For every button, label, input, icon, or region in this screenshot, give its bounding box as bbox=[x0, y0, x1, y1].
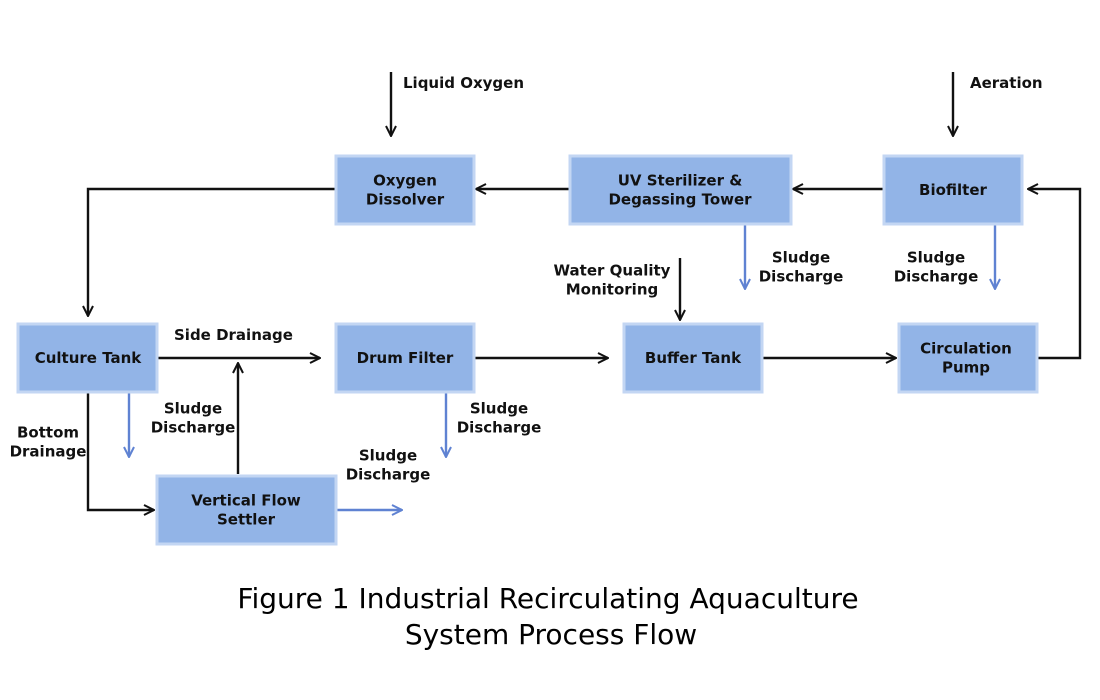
arrow-circulation-pump-to-biofilter bbox=[1028, 189, 1082, 360]
node-buffer-tank: Buffer Tank bbox=[622, 322, 764, 394]
label-aeration-line: Aeration bbox=[970, 74, 1043, 92]
figure-caption-line-2: System Process Flow bbox=[405, 618, 697, 651]
node-vertical-flow-settler-label-line: Settler bbox=[217, 511, 276, 529]
arrow-dissolver-to-culture-tank bbox=[88, 187, 336, 316]
label-bottom-drainage-line: Drainage bbox=[10, 443, 87, 461]
label-side-drainage: Side Drainage bbox=[174, 326, 293, 344]
label-sludge-discharge-uv-line: Discharge bbox=[759, 268, 844, 286]
label-liquid-oxygen: Liquid Oxygen bbox=[403, 74, 524, 92]
node-biofilter-label-line: Biofilter bbox=[919, 181, 987, 199]
label-sludge-discharge-culture-tank-line: Discharge bbox=[151, 419, 236, 437]
node-vertical-flow-settler-label-line: Vertical Flow bbox=[191, 492, 301, 510]
node-uv-sterilizer-degassing-tower: UV Sterilizer &Degassing Tower bbox=[568, 154, 793, 226]
label-sludge-discharge-biofilter-line: Discharge bbox=[894, 268, 979, 286]
label-aeration: Aeration bbox=[970, 74, 1043, 92]
node-biofilter-label: Biofilter bbox=[919, 181, 987, 199]
flow-connectors bbox=[86, 72, 1082, 510]
label-sludge-discharge-settler-line: Discharge bbox=[346, 466, 431, 484]
node-buffer-tank-label-line: Buffer Tank bbox=[645, 349, 742, 367]
node-buffer-tank-label: Buffer Tank bbox=[645, 349, 742, 367]
node-oxygen-dissolver-label-line: Oxygen bbox=[373, 172, 437, 190]
label-bottom-drainage-line: Bottom bbox=[17, 424, 79, 442]
node-drum-filter-label: Drum Filter bbox=[357, 349, 454, 367]
label-liquid-oxygen-line: Liquid Oxygen bbox=[403, 74, 524, 92]
node-culture-tank-label-line: Culture Tank bbox=[35, 349, 143, 367]
label-sludge-discharge-drum-filter-line: Discharge bbox=[457, 419, 542, 437]
label-sludge-discharge-culture-tank-line: Sludge bbox=[164, 400, 222, 418]
arrow-bottom-drainage-to-settler bbox=[86, 392, 154, 510]
label-water-quality-monitoring-line: Water Quality bbox=[554, 262, 671, 280]
label-sludge-discharge-settler-line: Sludge bbox=[359, 447, 417, 465]
node-drum-filter-label-line: Drum Filter bbox=[357, 349, 454, 367]
label-water-quality-monitoring-line: Monitoring bbox=[566, 281, 658, 299]
node-culture-tank-label: Culture Tank bbox=[35, 349, 143, 367]
label-side-drainage-line: Side Drainage bbox=[174, 326, 293, 344]
node-circulation-pump-label-line: Pump bbox=[942, 359, 990, 377]
figure-caption-line-1: Figure 1 Industrial Recirculating Aquacu… bbox=[237, 582, 858, 615]
node-uv-sterilizer-label-line: Degassing Tower bbox=[608, 191, 752, 209]
node-uv-sterilizer-label-line: UV Sterilizer & bbox=[618, 172, 743, 190]
node-oxygen-dissolver-label-line: Dissolver bbox=[366, 191, 445, 209]
label-sludge-discharge-biofilter-line: Sludge bbox=[907, 249, 965, 267]
node-uv-sterilizer-label: UV Sterilizer &Degassing Tower bbox=[608, 172, 752, 209]
label-sludge-discharge-uv-line: Sludge bbox=[772, 249, 830, 267]
label-sludge-discharge-drum-filter-line: Sludge bbox=[470, 400, 528, 418]
node-circulation-pump-label-line: Circulation bbox=[920, 340, 1012, 358]
node-biofilter: Biofilter bbox=[882, 154, 1024, 226]
node-culture-tank: Culture Tank bbox=[16, 322, 159, 394]
node-drum-filter: Drum Filter bbox=[334, 322, 476, 394]
sludge-connectors bbox=[129, 224, 995, 510]
